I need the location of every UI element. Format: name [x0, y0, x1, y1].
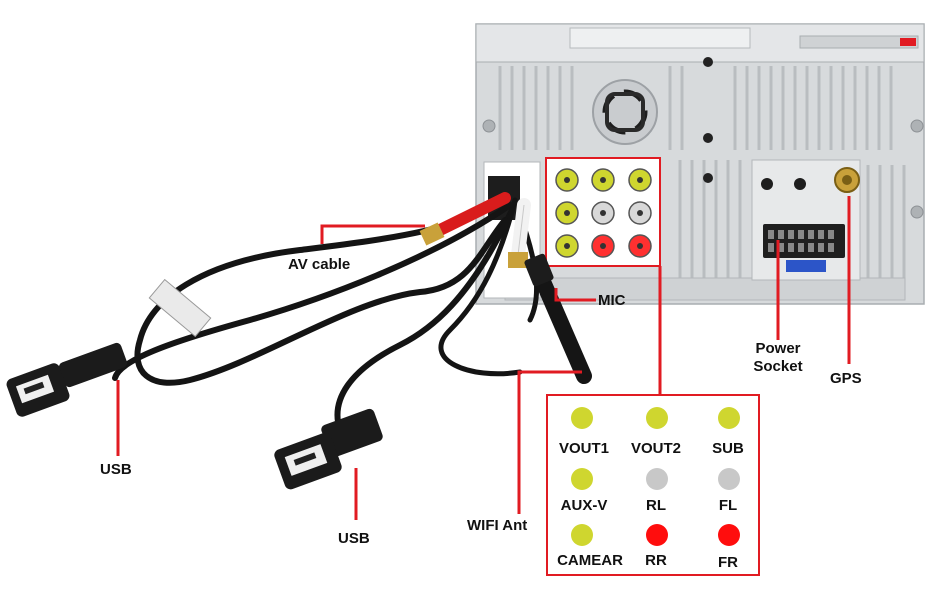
usb-center-connector	[274, 408, 383, 490]
port-dot-vout1	[571, 407, 593, 429]
port-dot-rl	[646, 468, 668, 490]
label-av-cable: AV cable	[288, 256, 351, 273]
label-usb-left: USB	[100, 461, 132, 478]
rca-port-legend: VOUT1 VOUT2 SUB AUX-V RL FL CAMEAR RR FR	[546, 394, 760, 576]
label-wifi-ant: WIFI Ant	[467, 517, 528, 534]
port-label-rl: RL	[646, 497, 666, 514]
callout-lines	[116, 196, 851, 520]
port-label-vout1: VOUT1	[558, 440, 610, 457]
wifi-antenna	[524, 253, 592, 384]
port-dot-rr	[646, 524, 668, 546]
label-power-socket: Power Socket	[748, 340, 808, 376]
port-dot-sub	[718, 407, 740, 429]
label-gps: GPS	[830, 370, 862, 387]
av-cable-plugs	[419, 192, 531, 268]
label-mic: MIC	[598, 292, 626, 309]
label-power-socket-line1: Power	[755, 340, 801, 357]
label-usb-center: USB	[338, 530, 370, 547]
port-label-camear: CAMEAR	[557, 552, 623, 569]
callout-mic	[554, 288, 596, 302]
port-dot-aux-v	[571, 468, 593, 490]
callout-wifi-ant	[517, 370, 582, 514]
port-dot-fl	[718, 468, 740, 490]
port-dot-fr	[718, 524, 740, 546]
port-dot-vout2	[646, 407, 668, 429]
port-label-aux-v: AUX-V	[560, 497, 608, 514]
port-label-vout2: VOUT2	[630, 440, 682, 457]
label-power-socket-line2: Socket	[753, 358, 803, 375]
port-label-sub: SUB	[712, 440, 744, 457]
usb-left-connector	[6, 342, 128, 417]
cable-tag	[148, 278, 212, 338]
port-label-rr: RR	[645, 552, 667, 569]
rca-jack-panel	[545, 157, 661, 267]
port-label-fl: FL	[718, 497, 738, 514]
port-dot-camear	[571, 524, 593, 546]
callout-av-cable	[320, 224, 425, 244]
port-label-fr: FR	[718, 554, 738, 571]
